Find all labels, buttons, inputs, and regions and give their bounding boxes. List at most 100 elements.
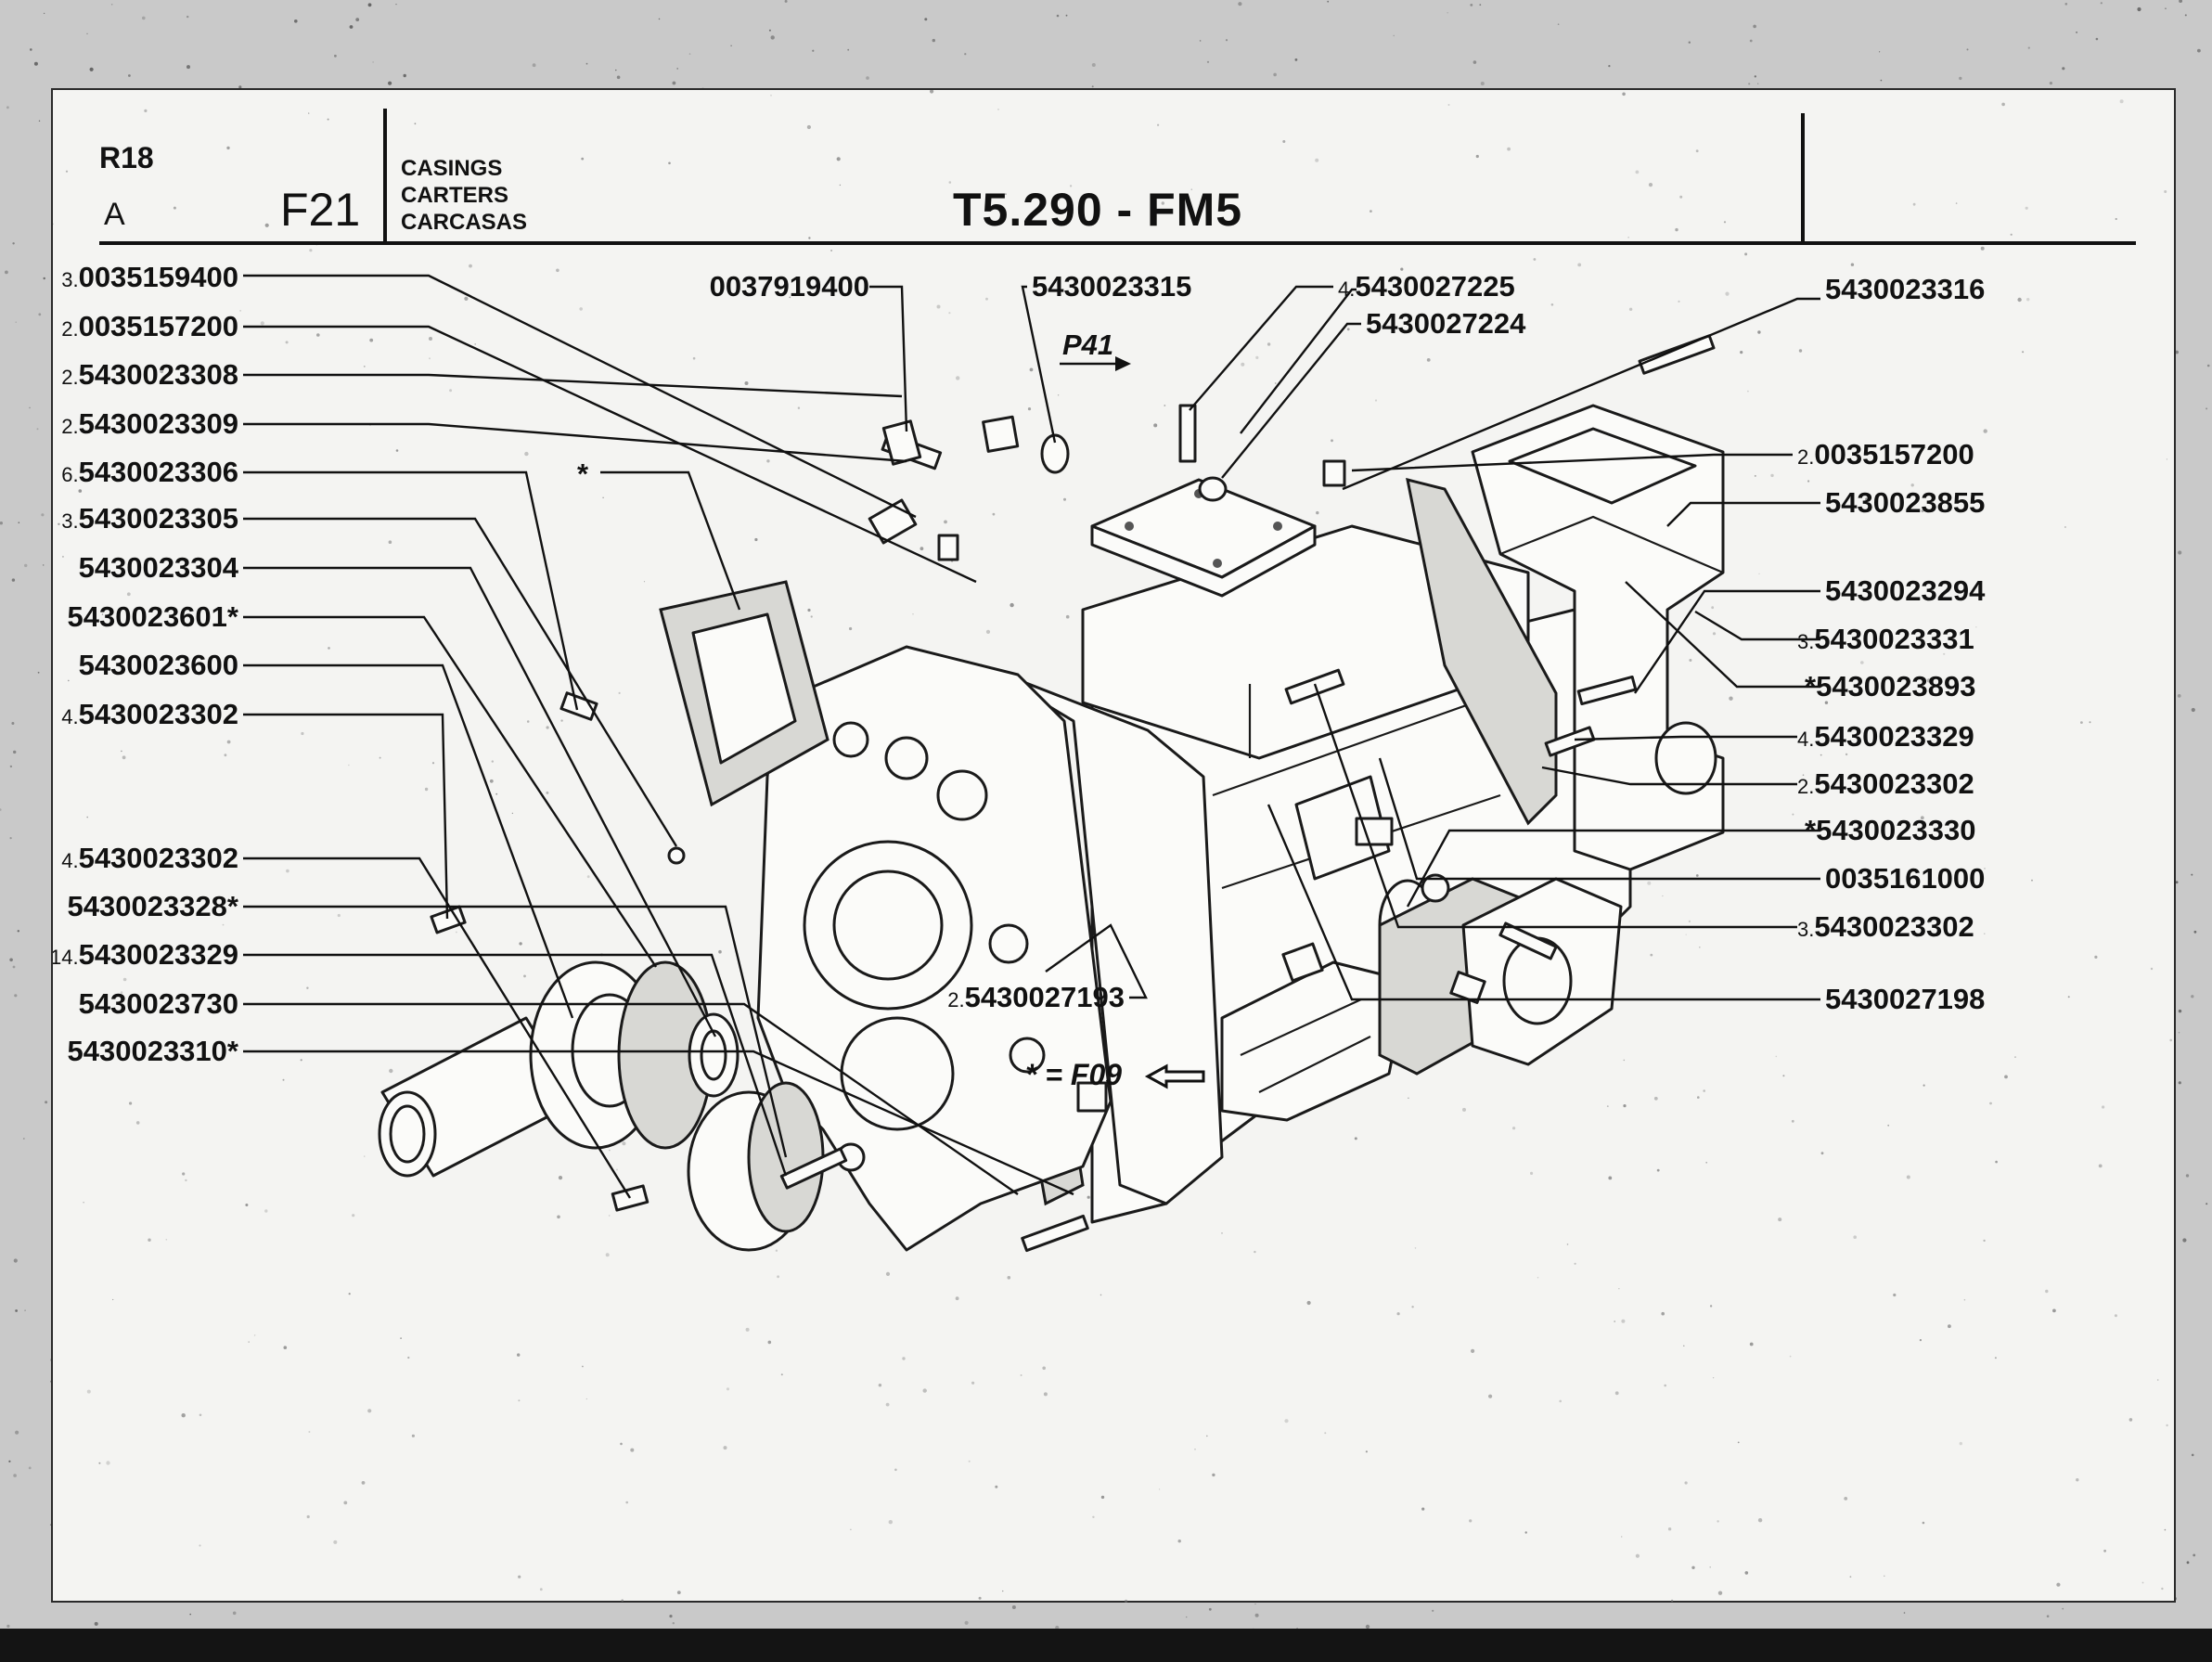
speckle bbox=[1789, 1355, 1792, 1358]
speckle bbox=[615, 69, 617, 71]
speckle bbox=[806, 124, 812, 130]
speckle bbox=[2165, 7, 2167, 9]
speckle bbox=[1684, 1481, 1688, 1485]
speckle bbox=[2178, 1081, 2181, 1085]
speckle bbox=[556, 268, 559, 273]
speckle bbox=[1020, 1374, 1022, 1376]
speckle bbox=[922, 1388, 927, 1393]
speckle bbox=[1807, 480, 1810, 483]
speckle bbox=[1791, 1119, 1794, 1123]
section-titles: CASINGS CARTERS CARCASAS bbox=[401, 155, 527, 236]
speckle bbox=[2191, 995, 2194, 998]
speckle bbox=[1507, 147, 1511, 151]
callout-top-0: 0037919400 bbox=[710, 270, 869, 303]
speckle bbox=[1621, 1319, 1626, 1323]
speckle bbox=[2182, 1238, 2187, 1243]
speckle bbox=[2094, 955, 2098, 959]
speckle bbox=[232, 1611, 237, 1616]
speckle bbox=[400, 1337, 402, 1339]
speckle bbox=[1903, 1612, 1906, 1614]
speckle bbox=[1980, 246, 1985, 251]
speckle bbox=[407, 1356, 410, 1359]
callout-right-2: 5430023294 bbox=[1825, 574, 1986, 607]
speckle bbox=[1959, 1441, 1962, 1446]
speckle bbox=[411, 1434, 415, 1437]
speckle bbox=[1820, 754, 1822, 756]
speckle bbox=[2004, 1075, 2008, 1079]
speckle bbox=[1775, 1055, 1778, 1058]
speckle bbox=[2027, 46, 2030, 49]
exploded-view-drawing: 3.0035159400 2.0035157200 2.5430023308 2… bbox=[53, 261, 1986, 1253]
speckle bbox=[1480, 82, 1485, 85]
speckle bbox=[491, 760, 494, 763]
speckle bbox=[1824, 701, 1829, 704]
speckle bbox=[1365, 1450, 1368, 1453]
speckle bbox=[1955, 202, 1958, 204]
speckle bbox=[1635, 170, 1640, 174]
speckle bbox=[429, 357, 431, 360]
speckle bbox=[2045, 1289, 2049, 1294]
speckle bbox=[1011, 1605, 1016, 1609]
speckle bbox=[1678, 300, 1680, 303]
speckle bbox=[1792, 813, 1794, 816]
callout-top-1: 5430023315 bbox=[1032, 270, 1191, 303]
speckle bbox=[189, 1613, 191, 1616]
speckle bbox=[1007, 1276, 1011, 1280]
speckle bbox=[944, 520, 947, 524]
callout-left-2: 2.5430023308 bbox=[61, 358, 238, 391]
speckle bbox=[367, 1409, 372, 1413]
speckle bbox=[557, 1215, 560, 1219]
speckle bbox=[2114, 1314, 2117, 1318]
speckle bbox=[86, 32, 88, 35]
speckle bbox=[328, 647, 330, 650]
speckle bbox=[12, 242, 15, 245]
speckle bbox=[770, 35, 775, 40]
speckle bbox=[1943, 652, 1946, 655]
speckle bbox=[1100, 1294, 1102, 1296]
speckle bbox=[830, 250, 833, 251]
speckle bbox=[1225, 39, 1228, 42]
callout-top-3: 5430027224 bbox=[1366, 307, 1526, 340]
speckle bbox=[1754, 474, 1756, 477]
speckle bbox=[2164, 190, 2167, 193]
speckle bbox=[2161, 1587, 2164, 1591]
speckle bbox=[1798, 349, 1803, 353]
speckle bbox=[89, 67, 94, 71]
speckle bbox=[1411, 1306, 1414, 1308]
speckle bbox=[1462, 1107, 1466, 1112]
speckle bbox=[1331, 439, 1333, 443]
speckle bbox=[1157, 123, 1160, 126]
speckle bbox=[165, 317, 168, 320]
speckle bbox=[83, 1202, 84, 1204]
speckle bbox=[29, 406, 31, 409]
speckle bbox=[676, 1591, 681, 1594]
speckle bbox=[789, 296, 791, 299]
speckle bbox=[1618, 1288, 1620, 1290]
speckle bbox=[1221, 1232, 1223, 1234]
speckle bbox=[1860, 661, 1864, 664]
speckle bbox=[839, 184, 842, 187]
speckle bbox=[424, 787, 429, 792]
speckle bbox=[1125, 1599, 1128, 1603]
speckle bbox=[348, 764, 350, 767]
speckle bbox=[160, 369, 164, 374]
speckle bbox=[78, 489, 83, 493]
speckle bbox=[1744, 1571, 1749, 1575]
speckle bbox=[372, 61, 374, 63]
speckle bbox=[1566, 1243, 1569, 1245]
speckle bbox=[388, 540, 392, 544]
speckle bbox=[1959, 76, 1962, 81]
speckle bbox=[1432, 1609, 1434, 1612]
speckle bbox=[1212, 1473, 1215, 1477]
speckle bbox=[539, 1588, 543, 1591]
side-cover bbox=[1294, 775, 1391, 881]
speckle bbox=[2052, 1308, 2056, 1313]
speckle bbox=[524, 451, 529, 457]
speckle bbox=[0, 808, 2, 811]
speckle bbox=[122, 755, 126, 760]
speckle bbox=[902, 1357, 906, 1360]
speckle bbox=[936, 304, 941, 309]
speckle bbox=[122, 977, 127, 982]
speckle bbox=[1091, 85, 1094, 88]
speckle bbox=[2179, 0, 2182, 3]
